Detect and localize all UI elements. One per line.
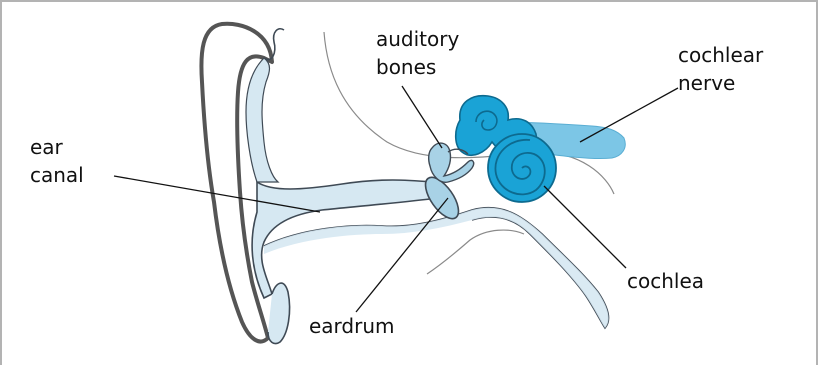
label-ear-canal-line1: ear xyxy=(30,135,64,159)
outer-ear-rim-fill xyxy=(246,58,278,182)
label-auditory-bones-line1: auditory xyxy=(376,27,459,51)
label-cochlear-nerve-line1: cochlear xyxy=(678,43,764,67)
label-cochlea: cochlea xyxy=(627,269,704,293)
label-auditory-bones-line2: bones xyxy=(376,55,436,79)
skull-lower-outline xyxy=(427,230,524,274)
label-ear-canal-line2: canal xyxy=(30,163,84,187)
leader-line-auditory-bones xyxy=(402,86,442,148)
label-eardrum: eardrum xyxy=(309,314,395,338)
leader-line-cochlear-nerve xyxy=(580,88,678,142)
label-cochlear-nerve-line2: nerve xyxy=(678,71,735,95)
leader-line-eardrum xyxy=(356,198,448,312)
